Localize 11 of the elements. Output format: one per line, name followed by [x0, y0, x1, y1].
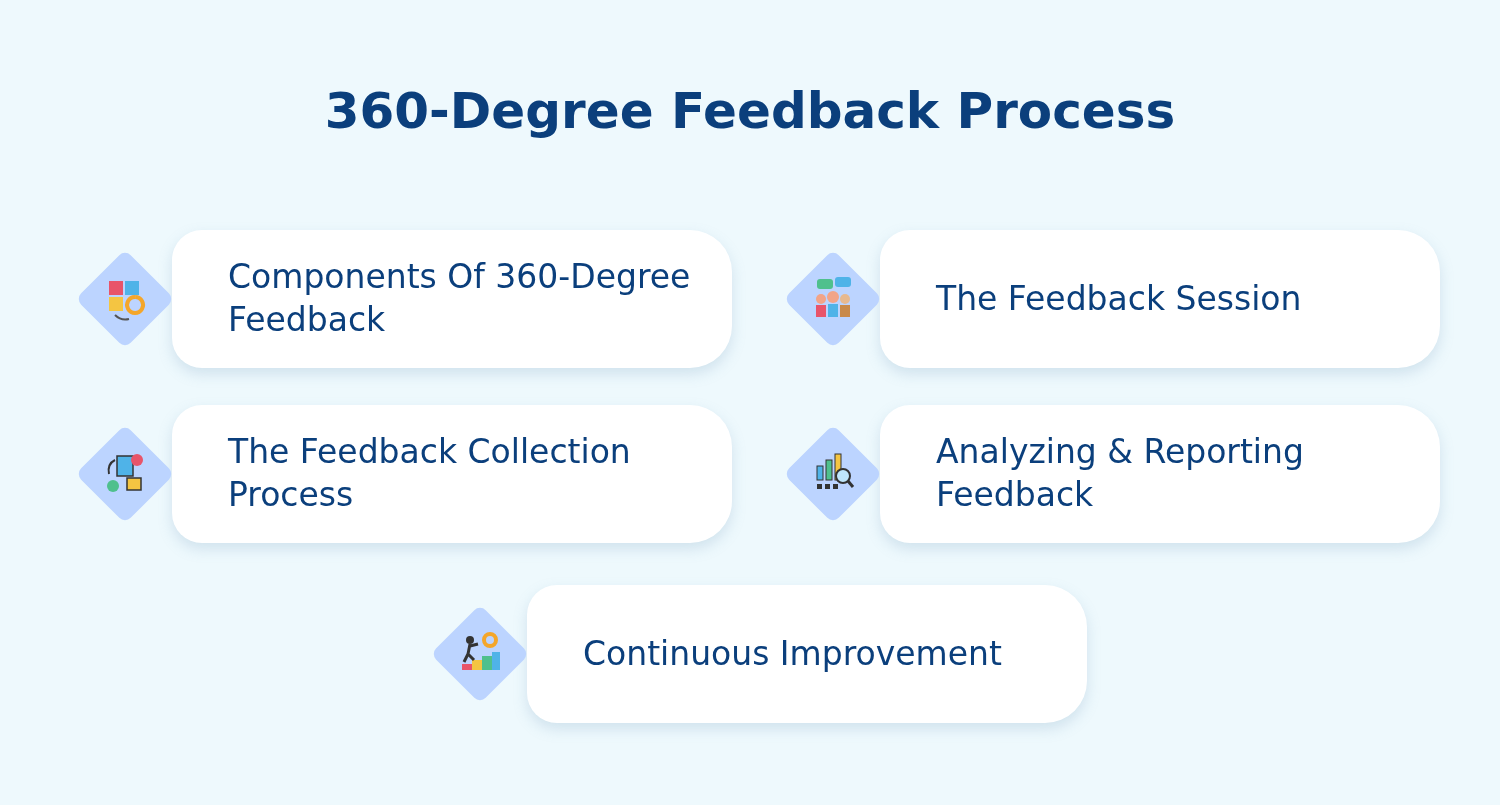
step-title: Analyzing & Reporting Feedback: [936, 431, 1305, 516]
step-card: [880, 405, 1440, 543]
step-card: [172, 405, 732, 543]
step-card: [527, 585, 1087, 723]
step-title: Continuous Improvement: [583, 632, 1002, 675]
step-card: [880, 230, 1440, 368]
step-title: Components Of 360-Degree Feedback: [228, 256, 692, 341]
title: 360-Degree Feedback Process: [323, 82, 1177, 140]
step-card: [172, 230, 732, 368]
step-title: The Feedback Session: [936, 277, 1302, 320]
step-title: The Feedback Collection Process: [228, 431, 632, 516]
